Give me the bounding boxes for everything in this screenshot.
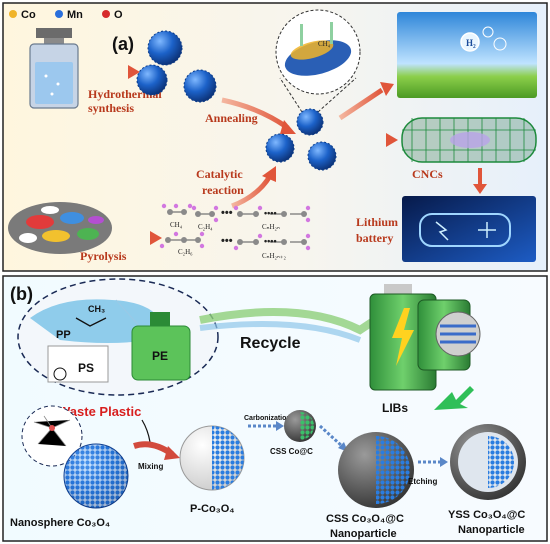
molecule-c2h6: C₂H₆ xyxy=(178,248,193,256)
css-co3o4-label-line2: Nanoparticle xyxy=(330,528,397,540)
carbonization-label: Carbonization xyxy=(244,415,291,422)
ellipsis-bottom: ••• xyxy=(221,235,233,247)
ps-label: PS xyxy=(78,361,94,375)
legend-mn-label: Mn xyxy=(67,9,83,21)
molecule-ch4: CH₄ xyxy=(170,221,183,229)
p-co3o4-label: P-Co₃O₄ xyxy=(190,503,235,515)
hydrothermal-label-line2: synthesis xyxy=(88,101,134,115)
catalyst-spheres xyxy=(265,108,337,171)
mixing-label: Mixing xyxy=(138,462,163,471)
nanoflower-cluster xyxy=(136,30,217,103)
waste-plastic-label: Waste Plastic xyxy=(58,404,141,419)
carbon-nanotube-image xyxy=(401,117,537,163)
arrow-to-h2 xyxy=(338,87,384,121)
legend-o-label: O xyxy=(114,9,123,21)
lithium-battery-image xyxy=(402,196,536,262)
element-legend: Co Mn O xyxy=(9,9,123,21)
libs-label: LIBs xyxy=(382,401,408,415)
nanosphere-co3o4 xyxy=(21,405,129,509)
arrow-annealing xyxy=(221,97,290,131)
ellipsis-top: ••• xyxy=(221,207,233,219)
css-co-c-label: CSS Co@C xyxy=(270,447,313,456)
lib-battery-icon xyxy=(369,284,481,391)
molecule-cnh2n: CₙH₂ₙ xyxy=(262,223,280,231)
catalytic-label-line2: reaction xyxy=(202,183,244,197)
panel-b-letter: (b) xyxy=(10,284,33,304)
dots-top: •••• xyxy=(264,208,277,218)
annealing-label: Annealing xyxy=(205,111,258,125)
h2-symbol: H₂ xyxy=(466,38,476,48)
lithium-label-line2: battery xyxy=(356,231,393,245)
molecule-cnh2n2: CₙH₂ₙ₊₂ xyxy=(262,252,286,260)
pe-label: PE xyxy=(152,349,168,363)
arrow-catalytic xyxy=(231,174,273,209)
yss-co3o4-label-line2: Nanoparticle xyxy=(458,524,525,536)
recycle-swoosh xyxy=(199,308,375,335)
yss-co3o4-c-particle xyxy=(450,424,526,500)
catalytic-label-line1: Catalytic xyxy=(196,167,243,181)
etching-label: Etching xyxy=(408,477,437,486)
ch3-label: CH₃ xyxy=(88,304,105,314)
panel-a-letter: (a) xyxy=(112,34,134,54)
molecule-c2h4: C₂H₄ xyxy=(198,223,213,231)
dots-bottom: •••• xyxy=(264,236,277,246)
pp-mask-icon xyxy=(30,299,160,343)
waste-plastic-pile xyxy=(8,202,112,254)
yss-co3o4-label-line1: YSS Co₃O₄@C xyxy=(448,509,525,521)
zoom-inset: CH₄ xyxy=(275,9,361,113)
css-co3o4-c-particle xyxy=(338,432,414,508)
plastics-group: CH₃ PP PS PE xyxy=(17,278,219,396)
legend-co-label: Co xyxy=(21,9,36,21)
hydrogen-image: H₂ xyxy=(397,12,537,98)
css-co-c-particle xyxy=(284,410,316,442)
pyrolysis-label: Pyrolysis xyxy=(80,249,127,263)
nanosphere-label: Nanosphere Co₃O₄ xyxy=(10,517,110,529)
lithium-label-line1: Lithium xyxy=(356,215,398,229)
cncs-label: CNCs xyxy=(412,167,443,181)
pp-label: PP xyxy=(56,329,71,341)
autoclave-icon xyxy=(29,28,79,109)
recycle-label: Recycle xyxy=(240,335,301,352)
css-co3o4-label-line1: CSS Co₃O₄@C xyxy=(326,513,404,525)
ps-container-icon xyxy=(47,345,109,383)
inset-chem-label: CH₄ xyxy=(318,40,331,48)
hydrocarbon-molecules: ••• ••• •••• •••• CH₄ C₂H₄ CₙH₂ₙ C₂H₆ Cₙ… xyxy=(159,203,311,260)
libs-arrow-icon xyxy=(434,386,474,410)
p-co3o4-particle xyxy=(179,425,245,491)
